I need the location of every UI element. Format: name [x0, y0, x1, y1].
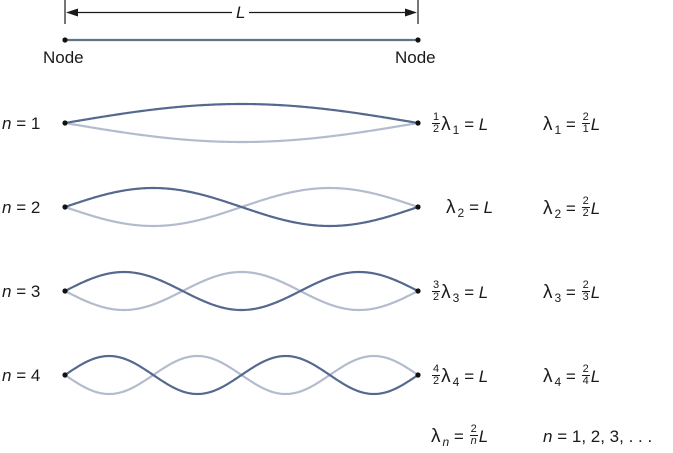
lambda-symbol: λ	[431, 425, 441, 447]
relation-rhs: = L	[464, 282, 489, 302]
node-dot	[415, 288, 421, 294]
mode-label-n4: n = 4	[2, 366, 41, 385]
wave-dark-n1	[64, 102, 419, 125]
length-dimension	[64, 0, 419, 24]
mode-label-n3: n = 3	[2, 282, 41, 301]
node-right-label: Node	[395, 48, 436, 67]
mode-label-n1: n = 1	[2, 114, 41, 133]
wave-dark-n3	[64, 270, 419, 312]
relation-rhs: = L	[464, 366, 489, 386]
relation-rhs: = L	[464, 114, 489, 134]
lambda-symbol: λ	[543, 197, 553, 219]
node-dot	[62, 204, 68, 210]
node-dot	[415, 372, 421, 378]
wave-dark-n4	[64, 354, 419, 396]
node-dot	[62, 372, 68, 378]
mode-label-n2: n = 2	[2, 198, 41, 217]
wave-light-n3	[64, 270, 419, 312]
lambda-symbol: λ	[441, 365, 451, 387]
wave-modes	[62, 102, 421, 396]
node-dot	[62, 288, 68, 294]
lambda-symbol: λ	[543, 365, 553, 387]
relation-rhs: = L	[468, 198, 494, 217]
lambda-symbol: λ	[543, 113, 553, 135]
wave-light-n1	[64, 121, 419, 144]
node-dot	[62, 120, 68, 126]
wave-dark-n2	[64, 186, 419, 228]
node-dot-left	[62, 37, 68, 43]
node-left-label: Node	[43, 48, 84, 67]
lambda-symbol: λ	[441, 113, 451, 135]
length-label: L	[236, 3, 246, 22]
node-dot	[415, 120, 421, 126]
lambda-subscript: n	[442, 434, 450, 449]
node-dot	[415, 204, 421, 210]
n-values-formula: n = 1, 2, 3, . . .	[543, 427, 653, 446]
equals: =	[453, 426, 464, 446]
node-dot-right	[415, 37, 421, 43]
lambda-symbol: λ	[446, 197, 456, 218]
lambda-symbol: λ	[441, 281, 451, 303]
length-symbol: L	[478, 426, 489, 446]
lambda-symbol: λ	[543, 281, 553, 303]
